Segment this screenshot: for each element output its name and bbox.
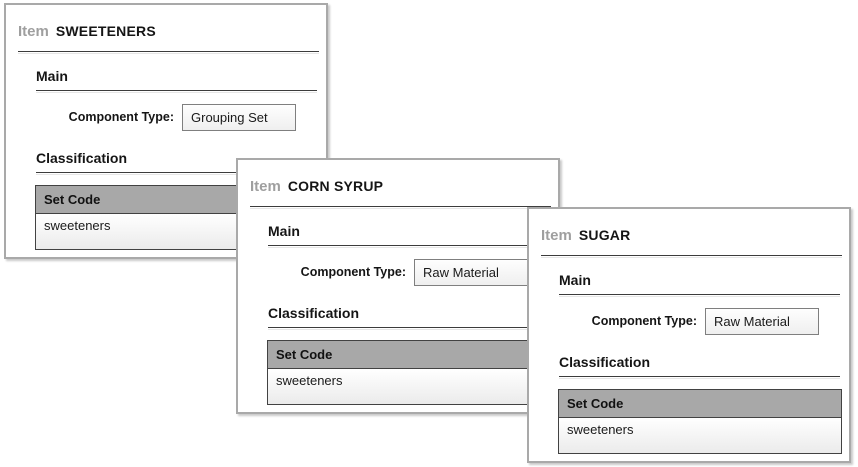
item-entity-label: Item <box>18 23 49 40</box>
component-type-label: Component Type: <box>591 314 697 328</box>
component-type-field[interactable]: Grouping Set <box>182 104 296 131</box>
item-entity-label: Item <box>541 227 572 244</box>
title-divider <box>250 206 551 207</box>
panel-title: Item SUGAR <box>541 227 630 245</box>
set-code-row[interactable]: sweeteners <box>559 418 841 453</box>
set-code-column-header: Set Code <box>268 341 550 369</box>
classification-divider <box>268 327 549 328</box>
section-heading-main: Main <box>36 68 68 84</box>
item-name: SUGAR <box>578 227 631 243</box>
main-divider <box>559 294 840 295</box>
main-divider <box>268 245 549 246</box>
section-heading-main: Main <box>559 272 591 288</box>
title-divider <box>18 51 319 52</box>
section-heading-classification: Classification <box>268 305 360 321</box>
item-name: CORN SYRUP <box>287 178 384 194</box>
panel-title: Item CORN SYRUP <box>250 178 383 196</box>
main-divider <box>36 90 317 91</box>
component-type-label: Component Type: <box>300 265 406 279</box>
classification-divider <box>36 172 317 173</box>
item-name: SWEETENERS <box>55 23 156 39</box>
set-code-row[interactable]: sweeteners <box>268 369 550 404</box>
component-type-label: Component Type: <box>68 110 174 124</box>
item-panel-corn-syrup: Item CORN SYRUP Main Component Type: Raw … <box>236 158 560 414</box>
item-entity-label: Item <box>250 178 281 195</box>
title-divider <box>541 255 842 256</box>
classification-table: Set Code sweeteners <box>558 389 842 454</box>
set-code-column-header: Set Code <box>559 390 841 418</box>
section-heading-main: Main <box>268 223 300 239</box>
section-heading-classification: Classification <box>36 150 128 166</box>
classification-table: Set Code sweeteners <box>267 340 551 405</box>
classification-divider <box>559 376 840 377</box>
component-type-field[interactable]: Raw Material <box>414 259 528 286</box>
section-heading-classification: Classification <box>559 354 651 370</box>
panel-title: Item SWEETENERS <box>18 23 156 41</box>
component-type-field[interactable]: Raw Material <box>705 308 819 335</box>
item-panel-sugar: Item SUGAR Main Component Type: Raw Mater… <box>527 207 851 463</box>
